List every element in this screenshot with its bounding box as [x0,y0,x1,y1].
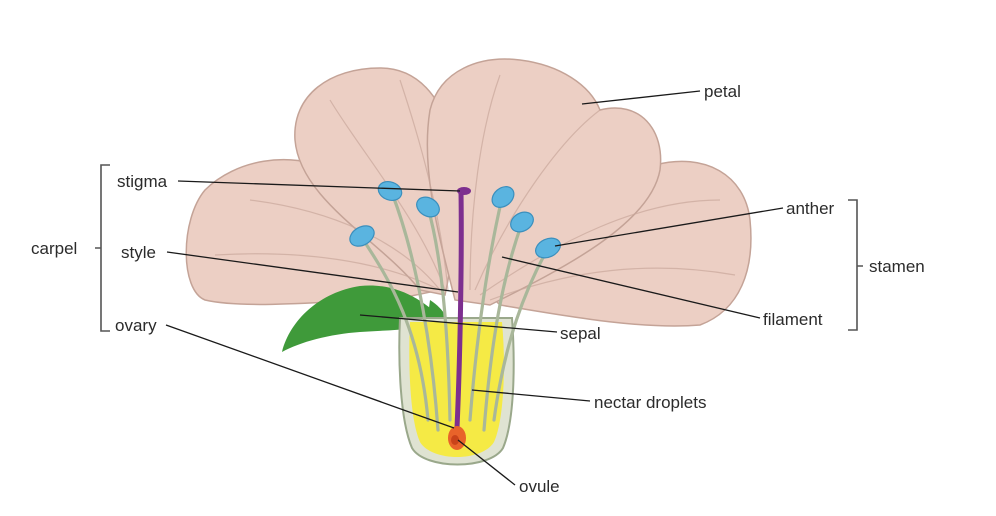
anther-2 [377,180,403,202]
filament-2 [390,191,440,432]
anther-3 [416,196,440,218]
filaments [360,191,550,432]
style-shape [454,189,464,431]
leader-style [166,251,459,293]
label-anther: anther [786,199,835,218]
label-ovary: ovary [115,316,157,335]
label-carpel: carpel [31,239,77,258]
leader-lines [165,90,784,486]
label-ovule: ovule [519,477,560,496]
petal-back-right [426,58,662,306]
anthers [349,180,561,259]
label-nectar-droplets: nectar droplets [594,393,706,412]
leader-stigma [177,180,461,192]
anther-5 [510,211,534,233]
stamen-bracket [848,199,863,331]
filament-5 [482,221,524,432]
leader-ovule [457,439,516,486]
label-filament: filament [763,310,823,329]
carpel-bracket [95,164,110,332]
leader-sepal [359,314,558,333]
ovule-core [451,435,459,445]
leader-filament [501,256,761,319]
label-sepal: sepal [560,324,601,343]
anther-6 [535,237,561,259]
anther-1 [349,225,375,247]
label-stigma: stigma [117,172,168,191]
leader-anther [554,207,784,247]
anther-4 [491,186,515,208]
filament-4 [468,196,504,422]
label-stamen: stamen [869,257,925,276]
leader-petal [581,90,701,105]
filament-3 [426,206,452,422]
filament-1 [360,236,430,422]
petals [185,58,752,327]
label-style: style [121,243,156,262]
stigma-shape [457,187,471,195]
leader-nectar [471,389,591,402]
leader-ovary [165,324,455,429]
sepal-shape [282,285,445,352]
label-petal: petal [704,82,741,101]
